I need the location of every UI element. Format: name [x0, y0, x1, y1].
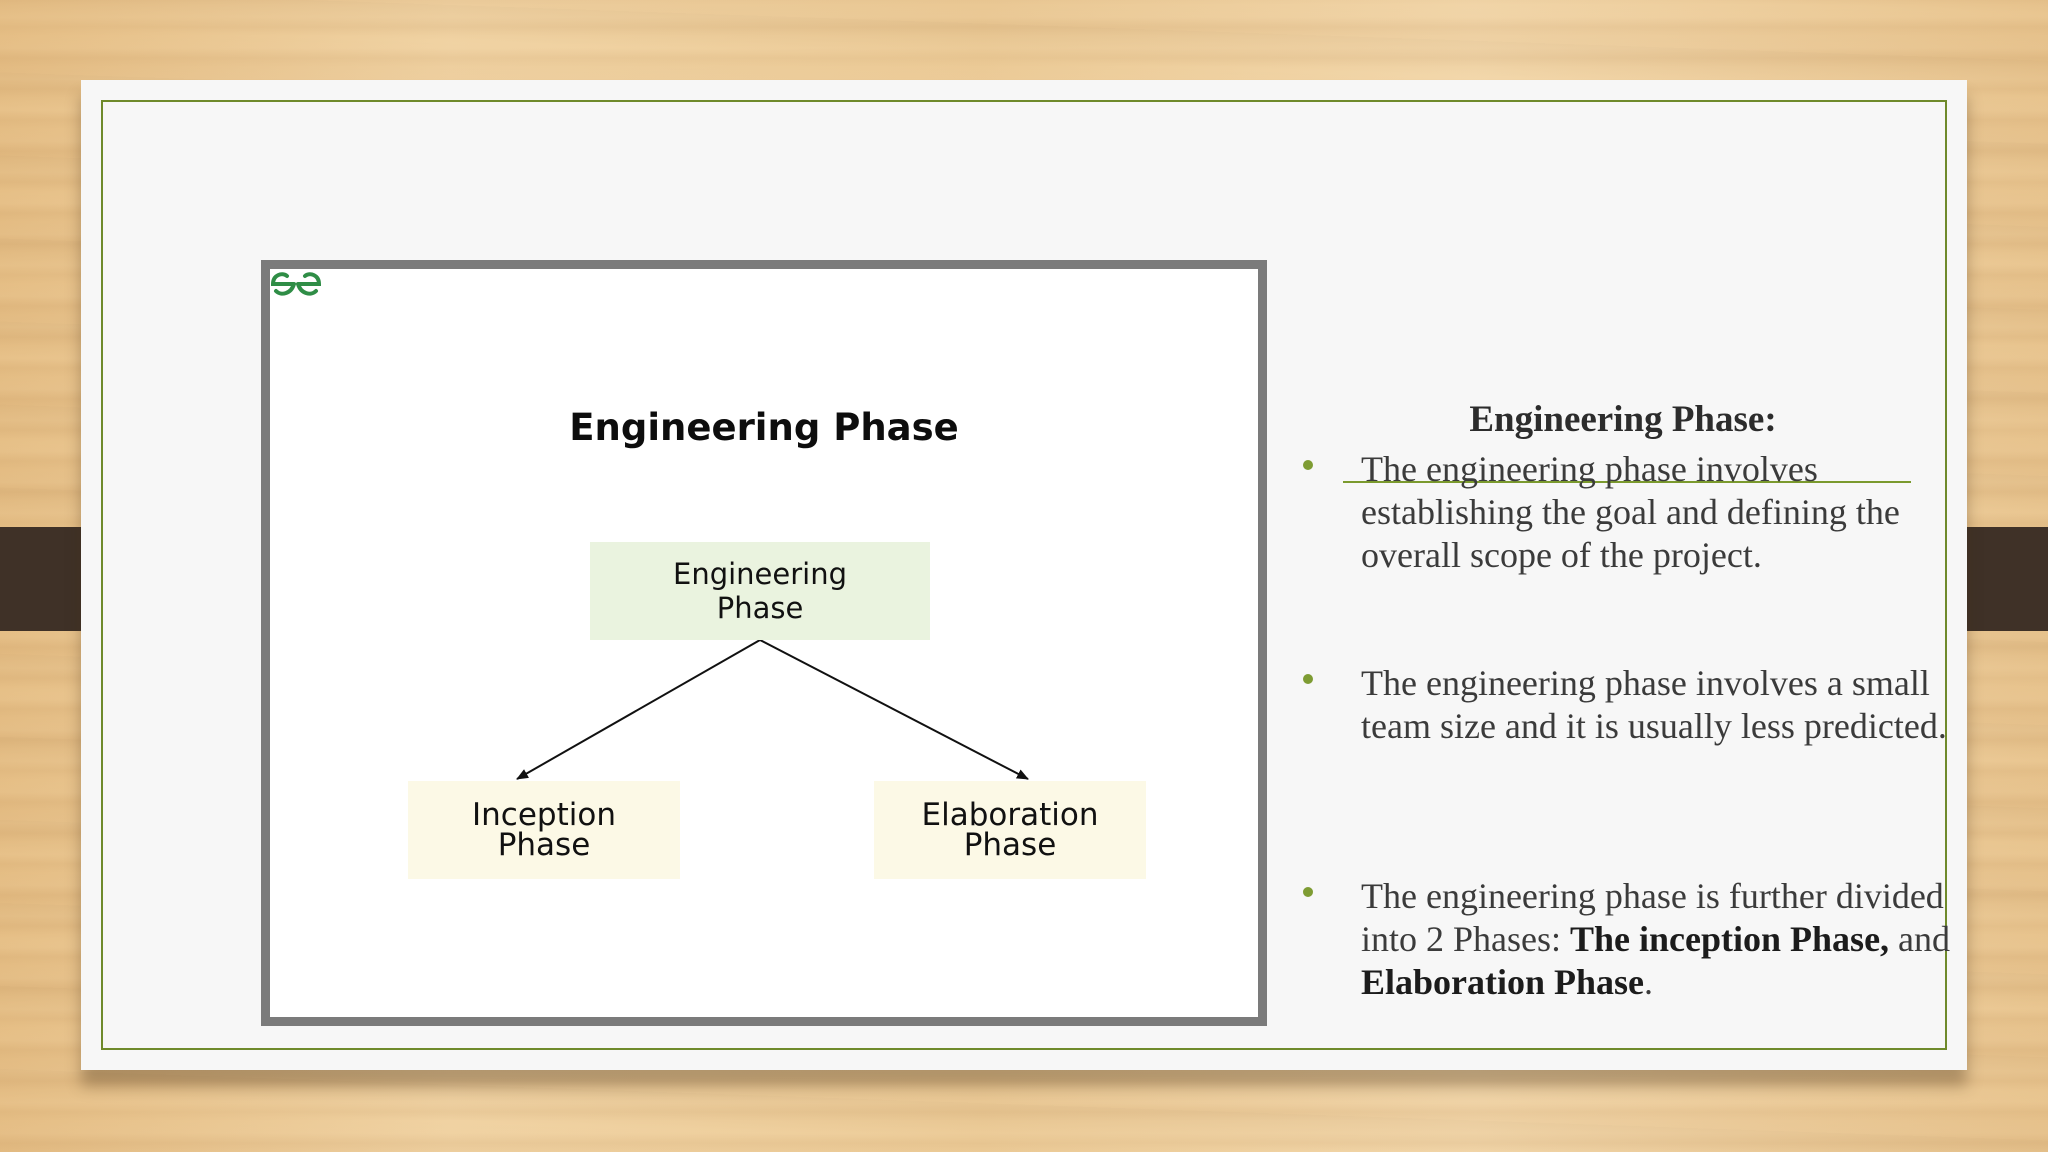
diagram-arrows — [516, 639, 1029, 780]
elaboration-phase-node: Elaboration Phase — [874, 781, 1146, 879]
bullet-text-part: . — [1644, 962, 1654, 1002]
arrow-to-elaboration — [759, 639, 1029, 780]
bullet-text: The engineering phase involves a small t… — [1361, 663, 1947, 746]
node-label-line: Phase — [497, 827, 591, 863]
slide: Engineering Phase Engineering Phase Ince… — [81, 80, 1967, 1070]
bullet-text-part: and — [1889, 919, 1951, 959]
node-label-line: Elaboration — [921, 797, 1099, 833]
bullet-text-part: The engineering phase is further divided… — [1361, 876, 1944, 959]
side-title: Engineering Phase: — [1469, 399, 1777, 440]
node-label-line: Inception — [472, 797, 616, 833]
bullet-dot-icon — [1303, 460, 1313, 470]
bullet-text: The engineering phase is further divided… — [1361, 875, 1961, 1004]
title-underline — [1343, 481, 1911, 483]
engineering-phase-node: Engineering Phase — [590, 542, 930, 640]
diagram-panel: Engineering Phase Engineering Phase Ince… — [261, 260, 1267, 1026]
bullet-text-strong: Elaboration Phase — [1361, 962, 1645, 1002]
inception-phase-node: Inception Phase — [408, 781, 680, 879]
node-label-line: Phase — [963, 827, 1057, 863]
bullet-dot-icon — [1303, 887, 1313, 897]
node-label-line: Engineering — [673, 557, 847, 591]
node-label-line: Phase — [716, 591, 804, 625]
geeksforgeeks-logo-icon — [270, 272, 322, 296]
bullet-text-strong: The inception Phase, — [1570, 919, 1890, 959]
bullet-text: The engineering phase involves establish… — [1361, 449, 1900, 575]
diagram-title: Engineering Phase — [569, 406, 959, 449]
bullet-dot-icon — [1303, 674, 1313, 684]
arrow-to-inception — [516, 639, 761, 780]
slide-border — [101, 100, 1947, 1050]
